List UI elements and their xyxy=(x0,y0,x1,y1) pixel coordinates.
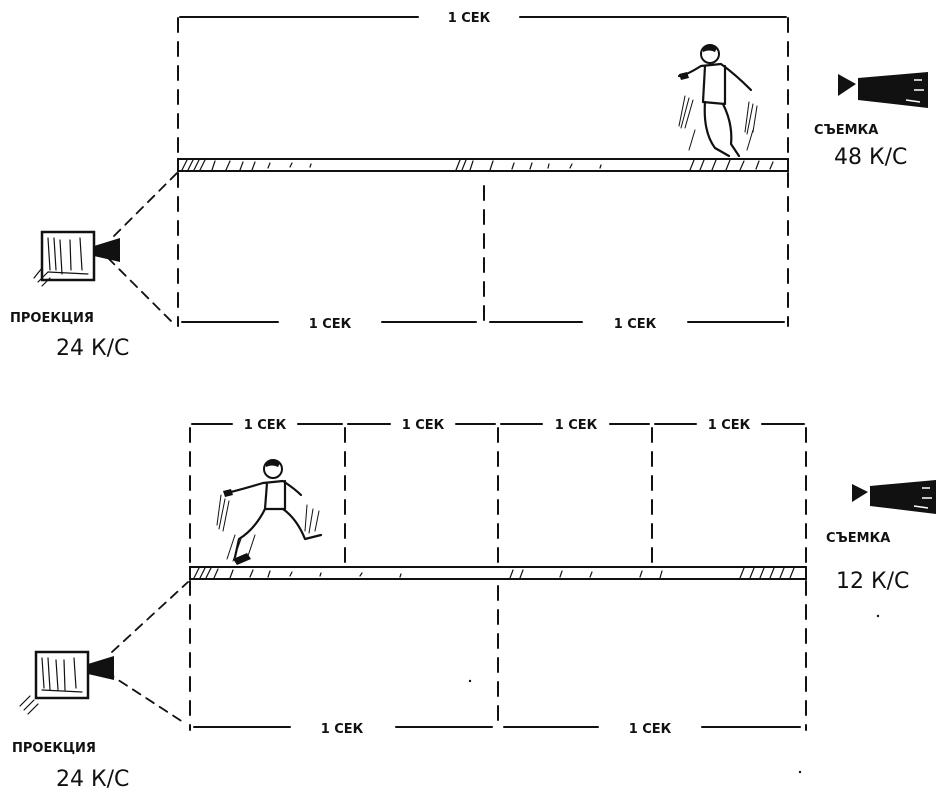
bottom-upper-brackets xyxy=(190,424,806,566)
top-shooting-label: СЪЕМКА xyxy=(814,123,878,138)
top-shooting-rate: 48 К/С xyxy=(834,145,907,170)
bottom-beam-lines xyxy=(106,582,188,724)
top-running-man-icon xyxy=(679,45,757,156)
bottom-movie-camera-icon xyxy=(852,480,936,514)
bottom-shooting-label: СЪЕМКА xyxy=(826,531,890,546)
bottom-upper-second-label-4: 1 СЕК xyxy=(708,418,751,433)
bottom-upper-second-label-3: 1 СЕК xyxy=(555,418,598,433)
top-lower-second-label-1: 1 СЕК xyxy=(309,317,352,332)
stray-specks xyxy=(469,615,879,773)
top-film-strip xyxy=(178,159,788,171)
bottom-running-man-icon xyxy=(217,460,321,565)
bottom-lower-second-label-1: 1 СЕК xyxy=(321,722,364,737)
top-lower-brackets xyxy=(178,173,788,326)
bottom-projection-label: ПРОЕКЦИЯ xyxy=(12,741,96,756)
bottom-film-strip xyxy=(190,567,806,579)
bottom-diagram: 1 СЕК 1 СЕК 1 СЕК 1 СЕК 1 СЕК 1 СЕК xyxy=(12,418,936,792)
bottom-lower-second-label-2: 1 СЕК xyxy=(629,722,672,737)
bottom-upper-second-label-1: 1 СЕК xyxy=(244,418,287,433)
top-upper-bracket xyxy=(178,17,788,158)
bottom-film-projector-icon xyxy=(20,652,114,714)
bottom-shooting-rate: 12 К/С xyxy=(836,569,909,594)
top-film-projector-icon xyxy=(34,232,120,286)
bottom-upper-second-label-2: 1 СЕК xyxy=(402,418,445,433)
top-diagram: 1 СЕК 1 СЕК 1 СЕК xyxy=(10,11,928,361)
top-projection-rate: 24 К/С xyxy=(56,336,129,361)
top-upper-second-label: 1 СЕК xyxy=(448,11,491,26)
top-projection-label: ПРОЕКЦИЯ xyxy=(10,311,94,326)
bottom-lower-brackets xyxy=(190,581,806,730)
top-lower-second-label-2: 1 СЕК xyxy=(614,317,657,332)
top-movie-camera-icon xyxy=(838,72,928,108)
bottom-projection-rate: 24 К/С xyxy=(56,767,129,792)
